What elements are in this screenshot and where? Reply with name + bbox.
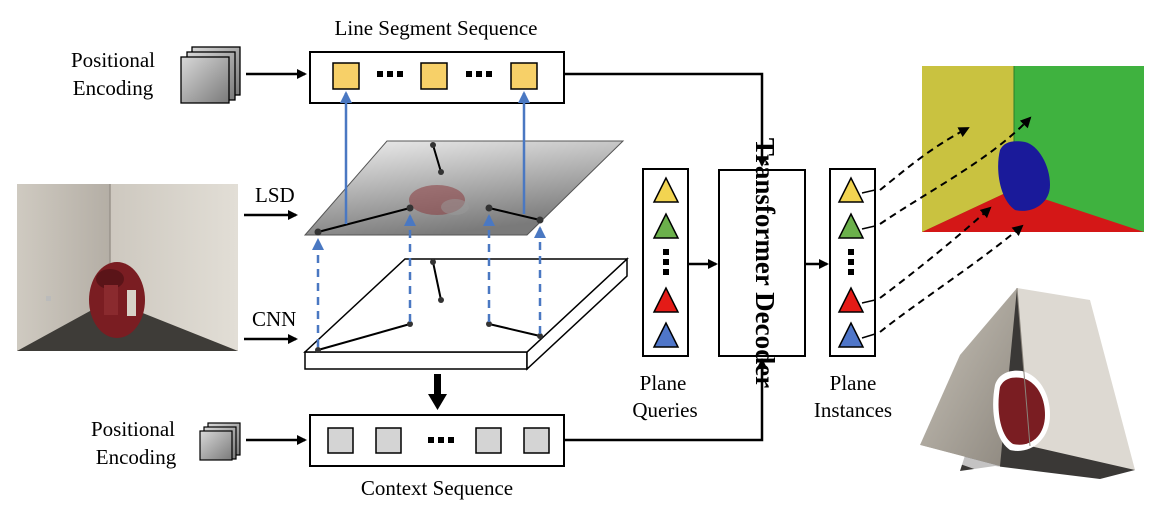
- pe-top-label-line1: Positional: [71, 48, 155, 72]
- instance-output-arrows: [879, 116, 1032, 333]
- segment-token-2: [420, 62, 448, 90]
- pe-bottom-label-line2: Encoding: [96, 445, 177, 469]
- line-segment-sequence-label: Line Segment Sequence: [335, 16, 538, 40]
- lsd-plane: [303, 140, 625, 236]
- transformer-decoder-box: [718, 169, 806, 357]
- plane-instances-label-line1: Plane: [830, 371, 877, 395]
- input-room-image: [17, 184, 238, 351]
- query-triangle-green: [652, 212, 680, 239]
- query-triangle-blue: [652, 321, 680, 348]
- segment-ellipsis-2: [466, 71, 492, 77]
- instance-triangle-yellow: [837, 176, 865, 203]
- pe-bottom-label-line1: Positional: [91, 417, 175, 441]
- query-vertical-ellipsis: [663, 249, 669, 275]
- instance-ticks: [861, 189, 876, 339]
- cnn-feature-slab: [303, 257, 629, 371]
- cnn-label: CNN: [252, 307, 296, 331]
- dashed-feature-arrows: [312, 214, 546, 347]
- segment-token-1: [332, 62, 360, 90]
- pe-bottom-stack-icon: [199, 422, 241, 461]
- context-ellipsis: [428, 437, 454, 443]
- pe-top-label-line2: Encoding: [73, 76, 154, 100]
- instance-triangle-red: [837, 286, 865, 313]
- context-token-4: [523, 427, 550, 454]
- plane-queries-label-line2: Queries: [632, 398, 697, 422]
- slab-to-context-arrow: [428, 374, 447, 410]
- segment-token-3: [510, 62, 538, 90]
- context-to-decoder-arrow: [564, 358, 767, 442]
- context-token-2: [375, 427, 402, 454]
- context-sequence-label: Context Sequence: [361, 476, 513, 500]
- segments-to-decoder-arrow: [564, 72, 767, 167]
- query-triangle-red: [652, 286, 680, 313]
- instance-triangle-blue: [837, 321, 865, 348]
- lsd-label: LSD: [255, 183, 295, 207]
- segment-ellipsis-1: [377, 71, 403, 77]
- plane-queries-label-line1: Plane: [640, 371, 687, 395]
- context-token-3: [475, 427, 502, 454]
- transformer-decoder-label: Transformer Decoder: [750, 138, 780, 388]
- context-token-1: [327, 427, 354, 454]
- instance-triangle-green: [837, 212, 865, 239]
- pe-top-stack-icon: [180, 46, 241, 104]
- plane-segmentation-image: [922, 66, 1144, 232]
- query-triangle-yellow: [652, 176, 680, 203]
- instance-vertical-ellipsis: [848, 249, 854, 275]
- plane-3d-reconstruction-image: [920, 287, 1135, 479]
- plane-instances-label-line2: Instances: [814, 398, 892, 422]
